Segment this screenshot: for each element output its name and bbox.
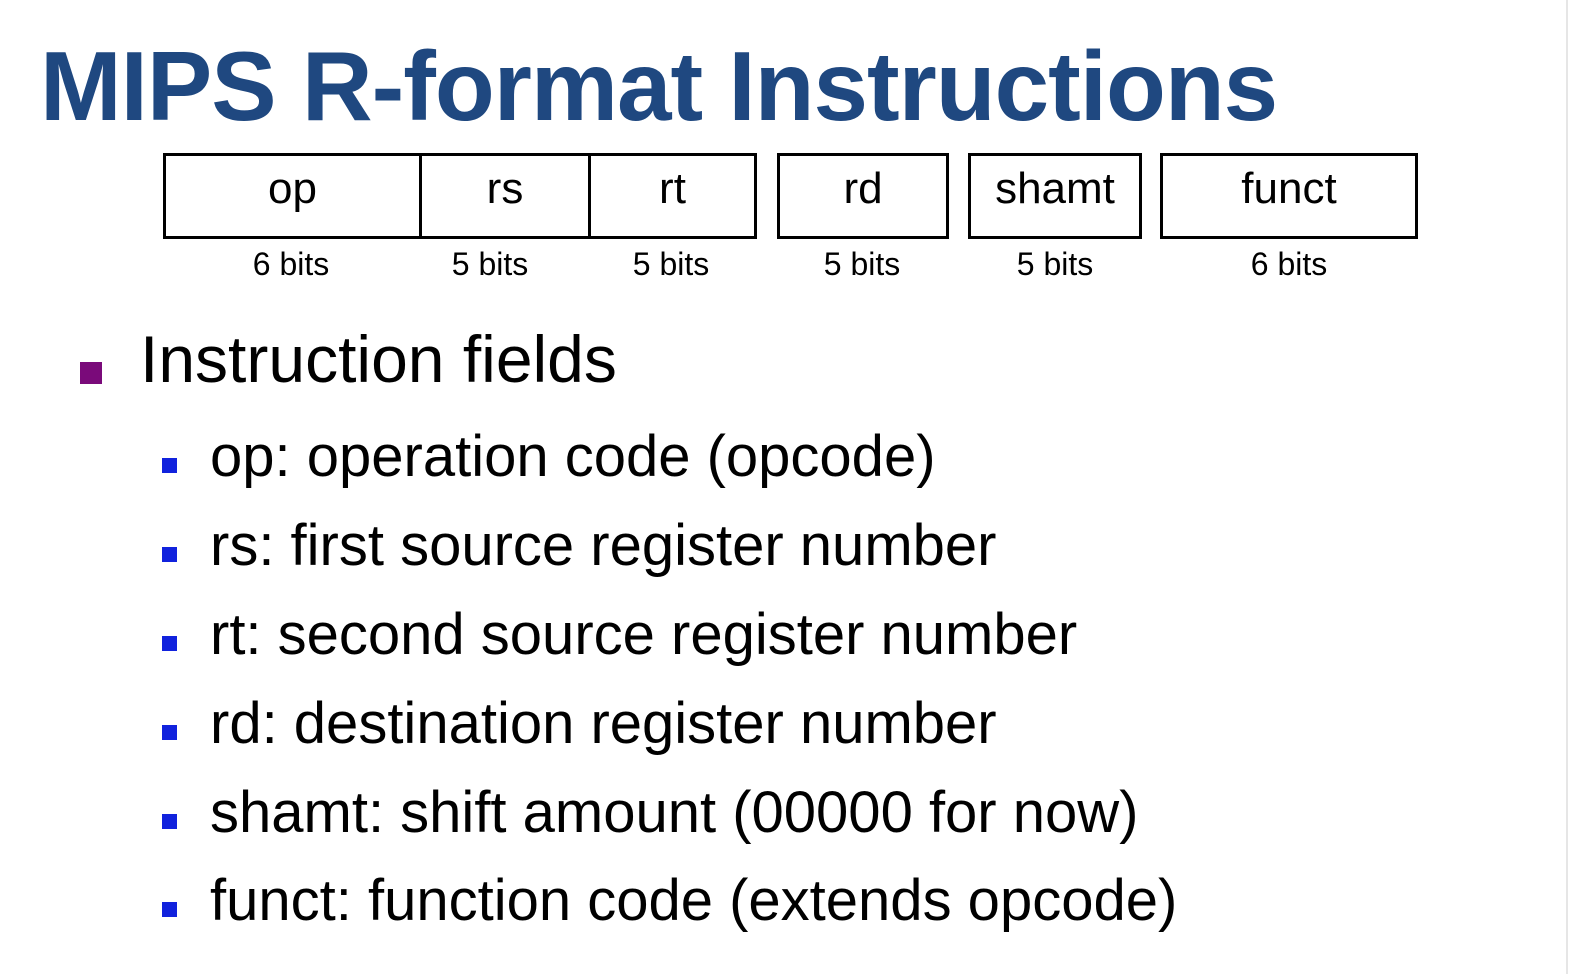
bits-label-op: 6 bits — [252, 245, 330, 282]
sub-bullet-text: funct: function code (extends opcode) — [210, 868, 1178, 933]
square-bullet-icon — [80, 362, 102, 384]
sub-bullet-text: shamt: shift amount (00000 for now) — [210, 780, 1139, 845]
square-bullet-icon — [162, 814, 177, 829]
bits-label-funct: 6 bits — [1250, 245, 1328, 282]
sub-bullet-text: rd: destination register number — [210, 691, 997, 756]
field-rs: rs — [486, 164, 524, 213]
field-op: op — [268, 164, 317, 213]
field-funct: funct — [1241, 164, 1337, 213]
bits-label-rt: 5 bits — [632, 245, 710, 282]
field-group-rd: rd — [777, 153, 949, 239]
square-bullet-icon — [162, 725, 177, 740]
field-group-shamt: shamt — [968, 153, 1142, 239]
list-item: funct: function code (extends opcode) — [0, 866, 1400, 946]
slide-edge — [1566, 0, 1568, 974]
list-item: rt: second source register number — [0, 600, 1400, 680]
sub-bullet-text: rt: second source register number — [210, 602, 1078, 667]
sub-bullet-text: op: operation code (opcode) — [210, 424, 936, 489]
bits-label-rd: 5 bits — [823, 245, 901, 282]
square-bullet-icon — [162, 458, 177, 473]
bits-label-rs: 5 bits — [451, 245, 529, 282]
bits-label-shamt: 5 bits — [1016, 245, 1094, 282]
main-bullet-text: Instruction fields — [140, 322, 617, 396]
list-item: rd: destination register number — [0, 689, 1400, 769]
field-rd: rd — [843, 164, 883, 213]
field-group-funct: funct — [1160, 153, 1418, 239]
slide-title: MIPS R-format Instructions — [40, 31, 1278, 141]
field-divider — [419, 156, 422, 236]
list-item: op: operation code (opcode) — [0, 422, 1400, 502]
square-bullet-icon — [162, 636, 177, 651]
field-group-op-rs-rt: op rs rt — [163, 153, 757, 239]
list-item: shamt: shift amount (00000 for now) — [0, 778, 1400, 858]
square-bullet-icon — [162, 902, 177, 917]
sub-bullet-text: rs: first source register number — [210, 513, 997, 578]
field-rt: rt — [659, 164, 686, 213]
field-shamt: shamt — [995, 164, 1115, 213]
square-bullet-icon — [162, 547, 177, 562]
list-item: rs: first source register number — [0, 511, 1400, 591]
field-divider — [588, 156, 591, 236]
